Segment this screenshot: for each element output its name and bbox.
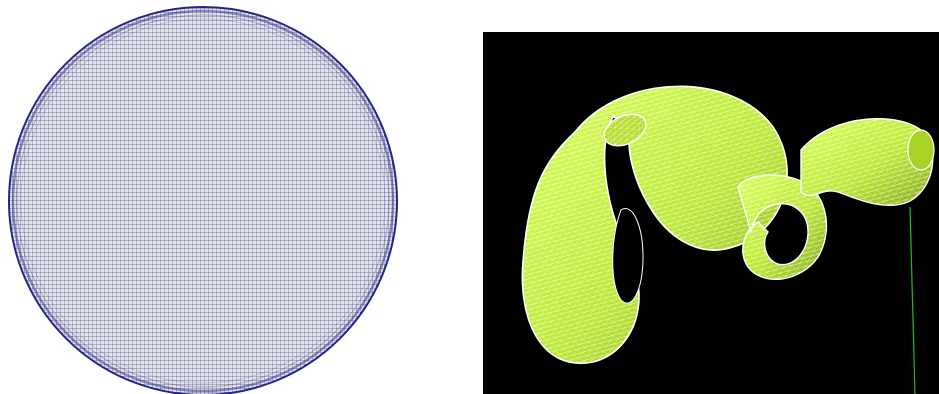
circle-mesh-panel bbox=[0, 0, 410, 394]
mesh-boundary-layer bbox=[11, 9, 395, 393]
mesh-disk bbox=[9, 7, 397, 394]
tube-mesh-panel bbox=[483, 32, 939, 394]
tube-loop-hole bbox=[612, 208, 644, 304]
tube-mesh-svg bbox=[483, 32, 939, 394]
tube-loop-large bbox=[521, 85, 788, 365]
axis-line bbox=[909, 206, 916, 394]
mesh-boundary bbox=[8, 6, 398, 394]
tube-loop-small bbox=[737, 118, 935, 281]
tube-cross-section bbox=[603, 113, 647, 147]
circle-mesh-svg bbox=[8, 6, 398, 394]
